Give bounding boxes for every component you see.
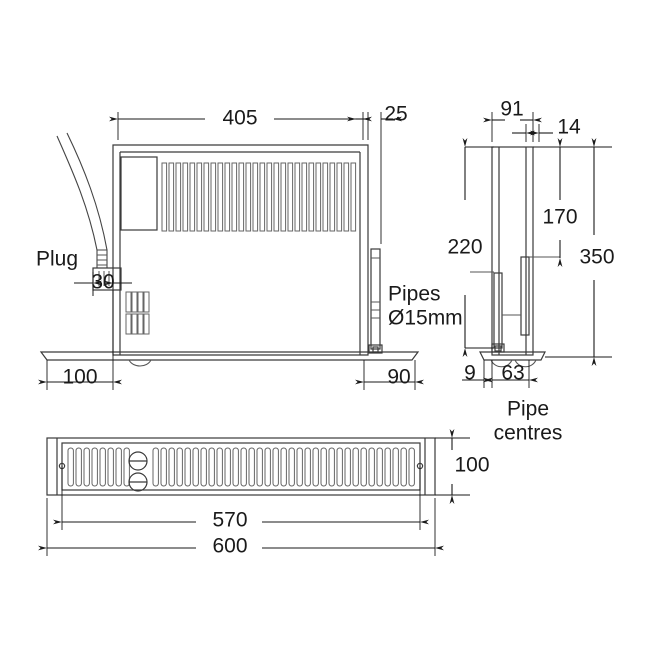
floor-line-front <box>39 351 420 367</box>
power-cable <box>56 132 108 269</box>
dimension-170: 170 <box>533 138 578 267</box>
dimension-90: 90 <box>355 360 424 390</box>
dimension-91: 91 <box>483 98 542 142</box>
dimension-63-text: 63 <box>501 362 524 385</box>
dimension-600-text: 600 <box>212 535 247 558</box>
plan-view: 100 570 600 <box>38 429 490 558</box>
dimension-63: 63 <box>483 360 538 388</box>
dimension-100-plan: 100 <box>435 429 490 504</box>
plan-fins-left <box>67 447 130 487</box>
vent-grille <box>125 291 150 335</box>
dimension-100-front-text: 100 <box>62 366 97 389</box>
dimension-570: 570 <box>53 466 429 532</box>
dimension-30-text: 30 <box>91 271 114 294</box>
dimension-600: 600 <box>38 498 444 558</box>
dimension-350: 350 <box>545 138 615 366</box>
pipe-centres-label-line2: centres <box>494 422 563 445</box>
dimension-25: 25 <box>347 103 408 244</box>
dimension-25-text: 25 <box>384 103 407 126</box>
control-box <box>120 156 158 231</box>
heat-exchanger-fins-front <box>161 162 357 232</box>
side-internal-detail <box>470 256 560 353</box>
plan-control-knobs <box>128 451 148 492</box>
dimension-100-front: 100 <box>38 290 122 390</box>
dimension-14: 14 <box>512 116 581 142</box>
dimension-14-text: 14 <box>557 116 581 139</box>
dimension-570-text: 570 <box>212 509 247 532</box>
dimension-170-text: 170 <box>542 206 577 229</box>
dimension-405: 405 <box>109 107 372 140</box>
dimension-220-text: 220 <box>447 236 482 259</box>
dimension-90-text: 90 <box>387 366 410 389</box>
plan-outer-outline <box>46 437 436 496</box>
dimension-405-text: 405 <box>222 107 257 130</box>
dimension-30: 30 <box>74 271 132 296</box>
side-elevation-view: 91 14 220 170 <box>447 98 614 445</box>
dimension-91-text: 91 <box>500 98 523 121</box>
dimension-9-text: 9 <box>464 362 476 385</box>
pipe-centres-label-line1: Pipe <box>507 398 549 421</box>
pipes-label-line2: Ø15mm <box>388 307 463 330</box>
radiator-body-side <box>491 146 534 356</box>
dimension-9: 9 <box>462 360 493 388</box>
radiator-body-front <box>112 144 369 356</box>
plan-fins-right <box>152 447 415 487</box>
plug-label: Plug <box>36 248 78 271</box>
dimension-220: 220 <box>447 138 494 357</box>
dimension-100-plan-text: 100 <box>454 454 489 477</box>
dimension-350-text: 350 <box>579 246 614 269</box>
front-elevation-view: 405 25 Plug 30 100 <box>36 103 463 390</box>
pipes-label-line1: Pipes <box>388 283 441 306</box>
